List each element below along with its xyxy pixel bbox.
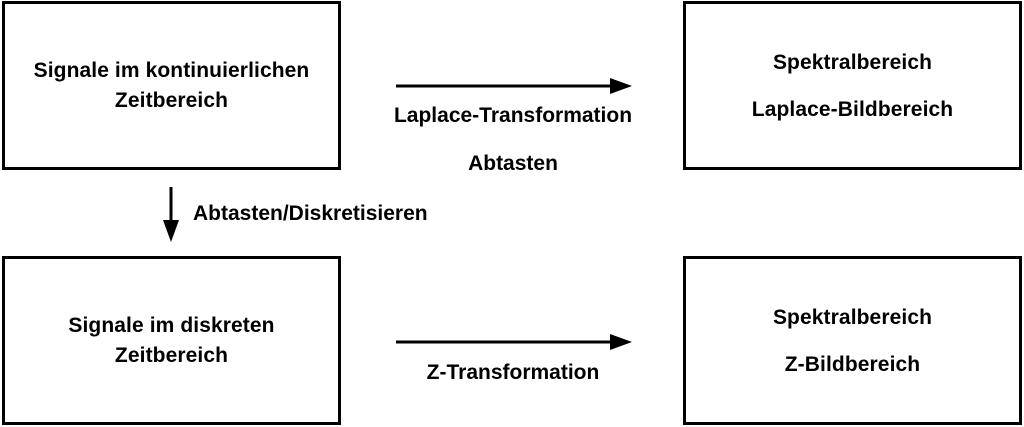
laplace-spectral-domain-box: Spektralbereich Laplace-Bildbereich	[683, 1, 1022, 170]
continuous-time-signals-box: Signale im kontinuierlichen Zeitbereich	[2, 1, 341, 170]
continuous-time-line1: Signale im kontinuierlichen	[33, 58, 310, 82]
z-transform-arrow	[396, 334, 632, 350]
discrete-time-signals-box: Signale im diskreten Zeitbereich	[2, 256, 341, 425]
discrete-time-line2: Zeitbereich	[114, 343, 229, 367]
sampling-arrow	[163, 187, 179, 242]
laplace-spectral-line2: Laplace-Bildbereich	[751, 97, 954, 121]
laplace-spectral-line1: Spektralbereich	[772, 50, 933, 74]
z-transform-label: Z-Transformation	[426, 361, 600, 384]
sampling-label-top: Abtasten	[468, 152, 558, 175]
z-spectral-line1: Spektralbereich	[772, 305, 933, 329]
laplace-transform-arrow	[396, 78, 632, 94]
sampling-discretization-label: Abtasten/Diskretisieren	[193, 202, 428, 225]
discrete-time-line1: Signale im diskreten	[68, 313, 275, 337]
continuous-time-line2: Zeitbereich	[114, 88, 229, 112]
laplace-transform-label: Laplace-Transformation	[393, 104, 633, 127]
z-spectral-domain-box: Spektralbereich Z-Bildbereich	[683, 256, 1022, 425]
z-spectral-line2: Z-Bildbereich	[784, 352, 921, 376]
